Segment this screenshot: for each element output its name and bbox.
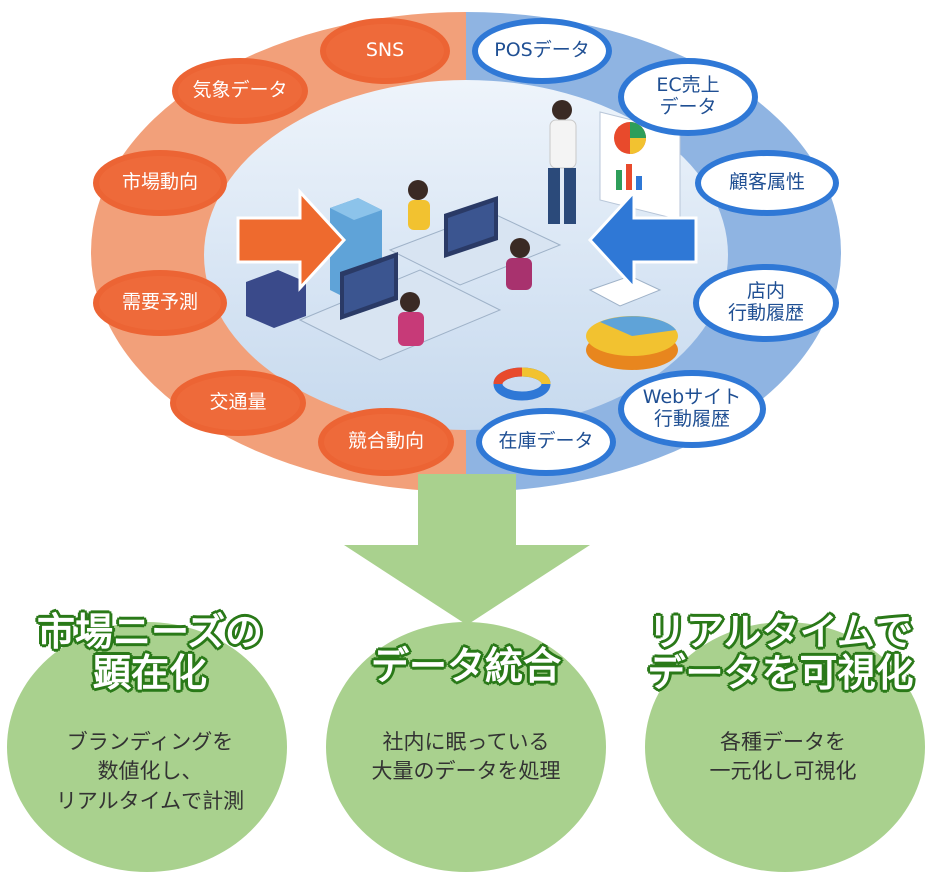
- source-market-trends: 市場動向: [93, 150, 227, 216]
- source-label: 需要予測: [121, 291, 198, 314]
- source-label: 在庫データ: [498, 430, 594, 453]
- source-inventory-data: 在庫データ: [476, 408, 616, 476]
- source-website-behavior: Webサイト 行動履歴: [618, 370, 766, 448]
- result-desc-data-integration: 社内に眠っている 大量のデータを処理: [371, 730, 561, 784]
- source-label: SNS: [365, 39, 405, 62]
- source-in-store-behavior: 店内 行動履歴: [693, 264, 839, 342]
- external-arrow: [236, 188, 347, 292]
- source-pos-data: POSデータ: [472, 18, 612, 84]
- source-ec-sales-data: EC売上 データ: [618, 58, 758, 136]
- source-label: 交通量: [209, 391, 267, 414]
- source-label: 店内 行動履歴: [727, 280, 804, 324]
- integration-arrow: [344, 474, 590, 625]
- source-customer-attributes: 顧客属性: [695, 150, 839, 216]
- source-label: 競合動向: [347, 430, 424, 453]
- result-title-visualization: リアルタイムで データを可視化: [647, 610, 914, 696]
- source-label: 市場動向: [121, 171, 198, 194]
- result-circle-market-needs: [7, 622, 287, 872]
- internal-arrow: [587, 188, 698, 292]
- source-label: 気象データ: [192, 79, 288, 102]
- source-label: Webサイト 行動履歴: [642, 386, 742, 430]
- source-demand-forecast: 需要予測: [93, 270, 227, 336]
- source-traffic-volume: 交通量: [170, 370, 306, 436]
- result-title-data-integration: データ統合: [370, 644, 561, 688]
- source-weather-data: 気象データ: [172, 58, 308, 124]
- office-illustration: [246, 100, 681, 401]
- source-label: 顧客属性: [728, 171, 805, 194]
- result-circle-data-integration: [326, 622, 606, 872]
- result-desc-market-needs: ブランディングを 数値化し、 リアルタイムで計測: [55, 730, 245, 813]
- result-circle-visualization: [645, 622, 925, 872]
- result-desc-visualization: 各種データを 一元化し可視化: [709, 730, 857, 784]
- source-competitor-trends: 競合動向: [318, 408, 454, 476]
- source-label: POSデータ: [494, 39, 590, 62]
- source-label: EC売上 データ: [656, 74, 720, 118]
- result-title-market-needs: 市場ニーズの 顕在化: [36, 610, 264, 696]
- source-sns: SNS: [320, 18, 450, 84]
